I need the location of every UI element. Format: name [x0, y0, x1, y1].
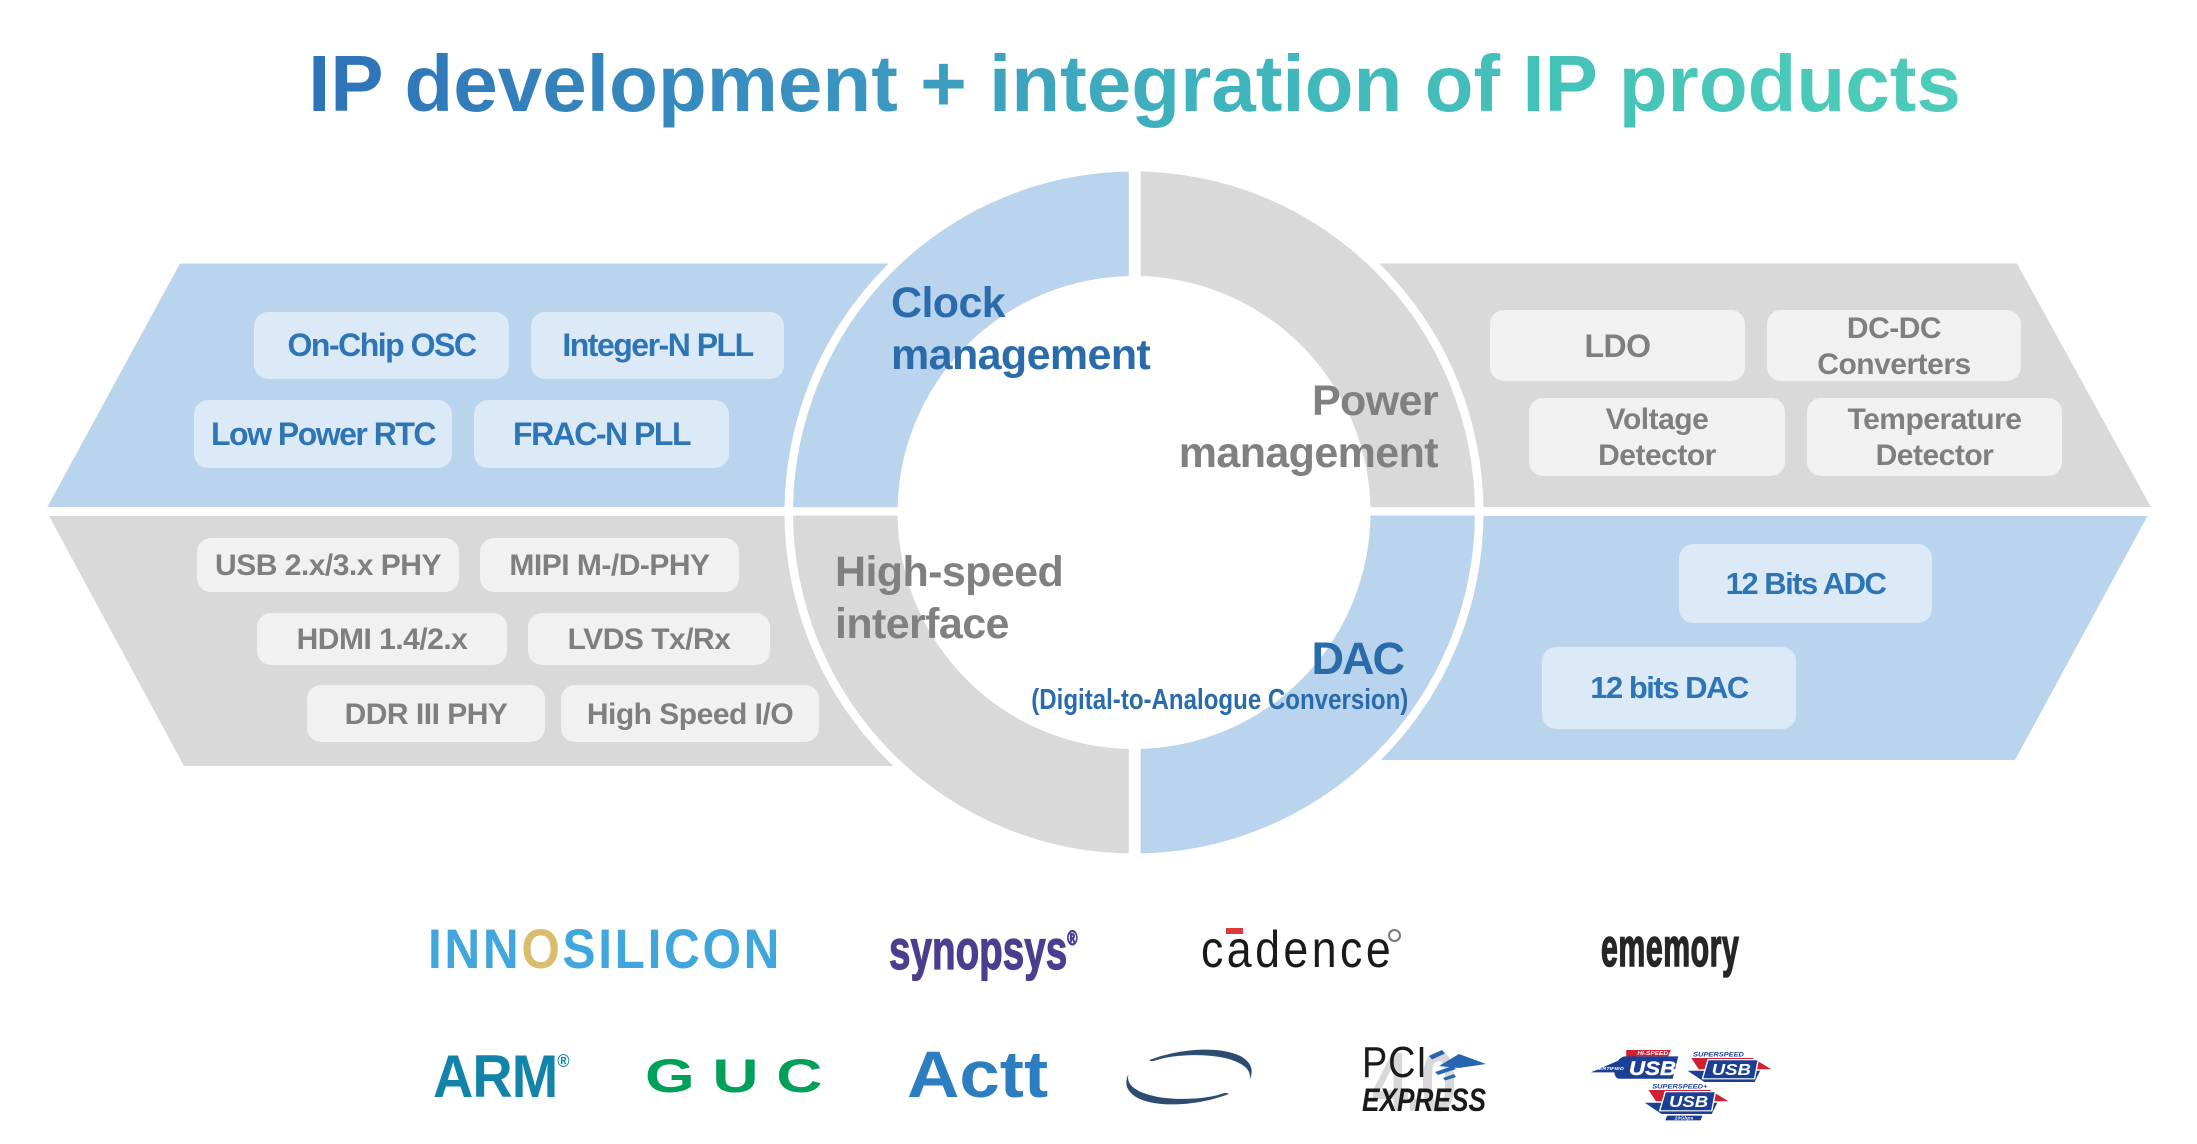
svg-text:SUPERSPEED: SUPERSPEED: [1693, 1052, 1744, 1058]
svg-text:10Gbps: 10Gbps: [1675, 1116, 1694, 1122]
svg-text:USB: USB: [1712, 1060, 1751, 1078]
svg-text:USB: USB: [1669, 1092, 1708, 1110]
svg-text:USB: USB: [1629, 1058, 1676, 1079]
svg-text:HI-SPEED: HI-SPEED: [1637, 1052, 1668, 1058]
svg-text:SUPERSPEED+: SUPERSPEED+: [1652, 1084, 1707, 1090]
svg-text:CERTIFIED: CERTIFIED: [1595, 1066, 1625, 1072]
